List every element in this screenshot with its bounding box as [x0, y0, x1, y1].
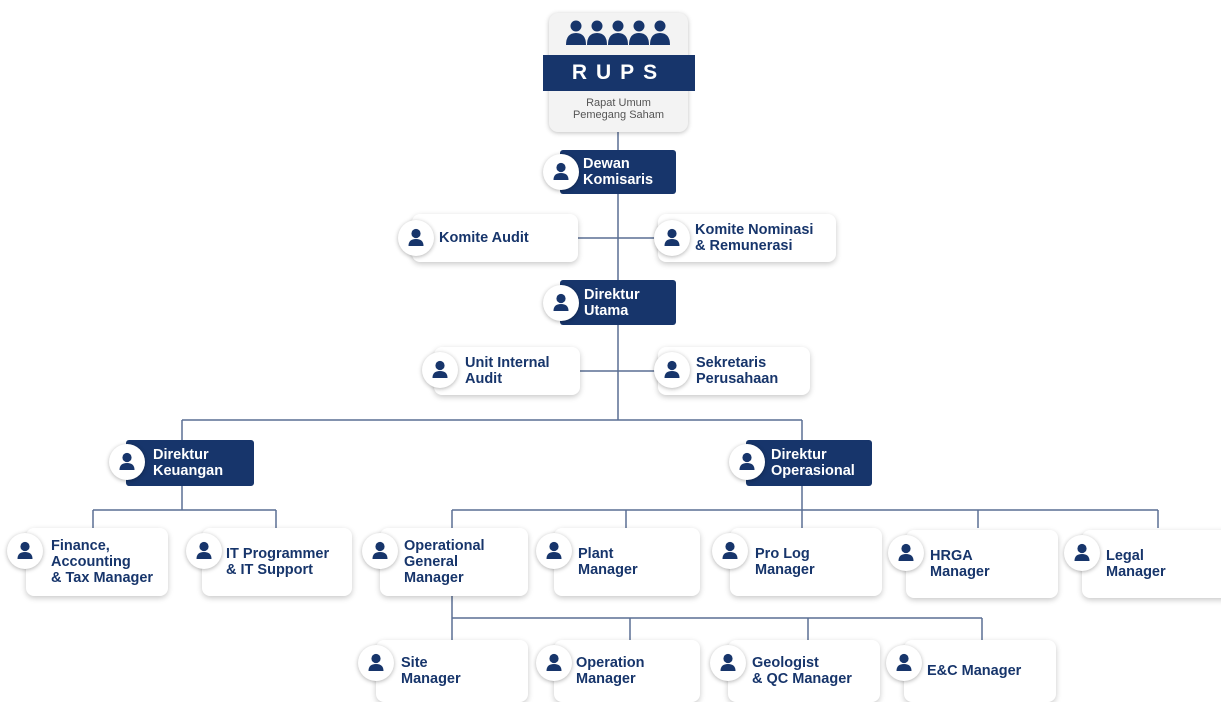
person-icon	[712, 533, 748, 569]
person-icon	[362, 533, 398, 569]
node-plant-manager: Plant Manager	[554, 528, 700, 596]
node-direktur-operasional: Direktur Operasional	[746, 440, 872, 486]
person-icon	[536, 533, 572, 569]
person-icon	[186, 533, 222, 569]
node-legal-manager: Legal Manager	[1082, 530, 1221, 598]
person-icon	[710, 645, 746, 681]
person-icon	[888, 535, 924, 571]
node-label-plant-manager: Plant Manager	[578, 546, 638, 578]
person-icon	[729, 444, 765, 480]
node-label-komite-nominasi: Komite Nominasi & Remunerasi	[695, 222, 814, 254]
rups-card: RUPS Rapat Umum Pemegang Saham	[543, 13, 695, 132]
node-label-site-manager: Site Manager	[401, 655, 461, 687]
person-icon	[543, 285, 579, 321]
rups-title: RUPS	[543, 55, 695, 91]
person-icon	[398, 220, 434, 256]
node-it-programmer: IT Programmer & IT Support	[202, 528, 352, 596]
node-site-manager: Site Manager	[376, 640, 528, 702]
node-direktur-utama: Direktur Utama	[560, 280, 676, 325]
person-icon	[543, 154, 579, 190]
person-icon	[536, 645, 572, 681]
person-icon	[358, 645, 394, 681]
node-label-direktur-keuangan: Direktur Keuangan	[153, 447, 224, 479]
node-label-pro-log-manager: Pro Log Manager	[755, 546, 815, 578]
node-komite-audit: Komite Audit	[412, 214, 578, 262]
node-label-direktur-operasional: Direktur Operasional	[771, 447, 855, 479]
node-label-it-programmer: IT Programmer & IT Support	[226, 546, 330, 578]
person-icon	[422, 352, 458, 388]
rups-subtitle: Rapat Umum Pemegang Saham	[572, 97, 665, 121]
person-icon	[7, 533, 43, 569]
person-icon	[654, 352, 690, 388]
node-operation-manager: Operation Manager	[554, 640, 700, 702]
node-label-direktur-utama: Direktur Utama	[584, 287, 640, 319]
person-icon	[886, 645, 922, 681]
node-operational-gm: Operational General Manager	[380, 528, 528, 596]
node-label-finance-manager: Finance, Accounting & Tax Manager	[51, 538, 154, 586]
person-icon	[1064, 535, 1100, 571]
node-pro-log-manager: Pro Log Manager	[730, 528, 882, 596]
node-unit-internal-audit: Unit Internal Audit	[434, 347, 580, 395]
person-icon	[109, 444, 145, 480]
node-hrga-manager: HRGA Manager	[906, 530, 1058, 598]
node-direktur-keuangan: Direktur Keuangan	[126, 440, 254, 486]
node-finance-manager: Finance, Accounting & Tax Manager	[26, 528, 168, 596]
node-label-komite-audit: Komite Audit	[439, 230, 529, 246]
node-label-operation-manager: Operation Manager	[576, 655, 645, 687]
node-label-hrga-manager: HRGA Manager	[930, 548, 990, 580]
node-ec-manager: E&C Manager	[904, 640, 1056, 702]
node-geologist-manager: Geologist & QC Manager	[728, 640, 880, 702]
node-label-operational-gm: Operational General Manager	[404, 538, 485, 586]
node-label-ec-manager: E&C Manager	[927, 663, 1022, 679]
node-label-dewan-komisaris: Dewan Komisaris	[583, 156, 654, 188]
people-group-icon	[566, 20, 670, 45]
node-label-unit-internal-audit: Unit Internal Audit	[465, 355, 550, 387]
node-label-sekretaris-perusahaan: Sekretaris Perusahaan	[696, 355, 779, 387]
node-komite-nominasi: Komite Nominasi & Remunerasi	[658, 214, 836, 262]
node-label-legal-manager: Legal Manager	[1106, 548, 1166, 580]
node-label-geologist-manager: Geologist & QC Manager	[752, 655, 852, 687]
node-dewan-komisaris: Dewan Komisaris	[560, 150, 676, 194]
person-icon	[654, 220, 690, 256]
